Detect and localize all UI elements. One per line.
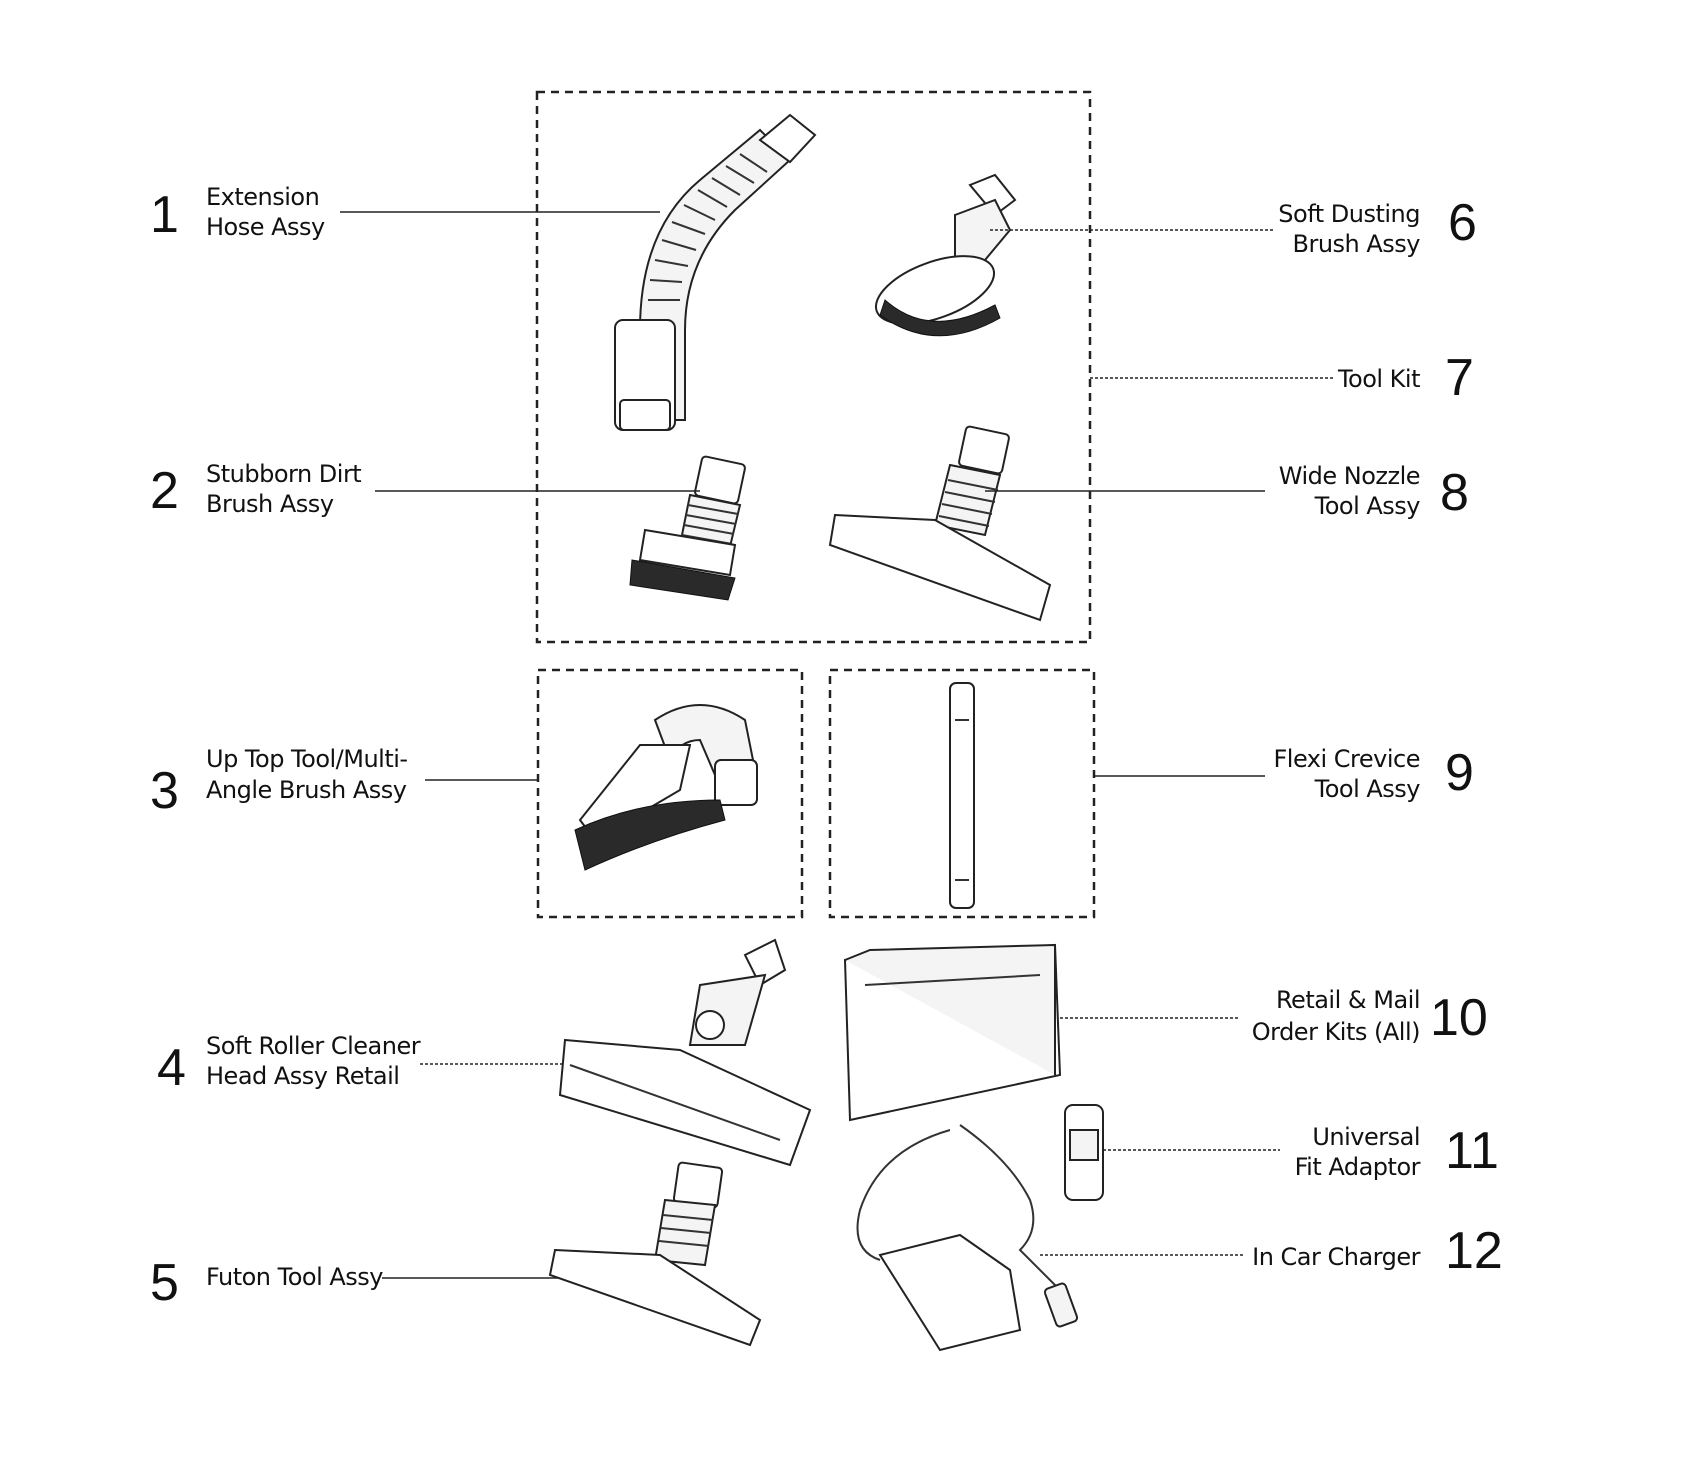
part-label-3-line-2: Angle Brush Assy — [206, 776, 407, 804]
part-label-5-line-1: Futon Tool Assy — [206, 1263, 383, 1291]
part-label-10-line-1: Retail & Mail — [1276, 986, 1420, 1014]
wide-nozzle-illustration — [828, 425, 1052, 622]
part-label-4-line-1: Soft Roller Cleaner — [206, 1032, 421, 1060]
part-number-6: 6 — [1448, 194, 1477, 252]
callout-8: Wide Nozzle Tool Assy 8 — [1279, 462, 1469, 522]
part-number-4: 4 — [157, 1039, 186, 1097]
part-label-2-line-2: Brush Assy — [206, 490, 334, 518]
up-top-tool-illustration — [574, 704, 758, 871]
callout-2: 2 Stubborn Dirt Brush Assy — [150, 460, 362, 520]
flexi-crevice-illustration — [949, 682, 975, 909]
universal-adaptor-illustration — [1064, 1104, 1104, 1201]
up-top-tool-box — [536, 668, 804, 919]
part-label-10-line-2: Order Kits (All) — [1252, 1018, 1420, 1046]
soft-roller-head-illustration — [558, 938, 812, 1167]
part-label-11-line-1: Universal — [1312, 1123, 1420, 1151]
part-label-9-line-1: Flexi Crevice — [1273, 745, 1420, 773]
part-number-8: 8 — [1440, 464, 1469, 522]
callout-10: Retail & Mail Order Kits (All) 10 — [1252, 986, 1488, 1047]
callout-1: 1 Extension Hose Assy — [150, 183, 326, 244]
part-number-12: 12 — [1445, 1222, 1503, 1280]
part-number-11: 11 — [1445, 1122, 1499, 1180]
part-label-1-line-2: Hose Assy — [206, 213, 325, 241]
tool-kit-box — [535, 90, 1092, 644]
soft-dusting-brush-illustration — [874, 173, 1017, 337]
stubborn-dirt-brush-illustration — [629, 455, 746, 601]
part-label-8-line-2: Tool Assy — [1314, 492, 1421, 520]
car-charger-illustration — [856, 1124, 1079, 1352]
part-label-6-line-1: Soft Dusting — [1278, 200, 1420, 228]
callout-9: Flexi Crevice Tool Assy 9 — [1273, 744, 1473, 803]
part-label-1-line-1: Extension — [206, 183, 319, 211]
part-label-12-line-1: In Car Charger — [1252, 1243, 1421, 1271]
part-number-1: 1 — [150, 186, 179, 244]
part-label-11-line-2: Fit Adaptor — [1295, 1153, 1421, 1181]
callout-12: In Car Charger 12 — [1252, 1222, 1503, 1280]
futon-tool-illustration — [548, 1161, 762, 1347]
part-label-3-line-1: Up Top Tool/Multi- — [206, 745, 408, 773]
callout-4: 4 Soft Roller Cleaner Head Assy Retail — [157, 1032, 421, 1097]
part-label-4-line-2: Head Assy Retail — [206, 1062, 399, 1090]
callout-11: Universal Fit Adaptor 11 — [1295, 1122, 1499, 1181]
callout-5: 5 Futon Tool Assy — [150, 1254, 384, 1312]
callout-6: Soft Dusting Brush Assy 6 — [1278, 194, 1477, 258]
part-label-2-line-1: Stubborn Dirt — [206, 460, 361, 488]
part-label-7-line-1: Tool Kit — [1337, 365, 1420, 393]
extension-hose-illustration — [614, 113, 817, 431]
flexi-crevice-box — [828, 668, 1096, 919]
part-label-8-line-1: Wide Nozzle — [1279, 462, 1420, 490]
part-number-9: 9 — [1445, 744, 1474, 802]
part-number-10: 10 — [1430, 989, 1488, 1047]
part-label-9-line-2: Tool Assy — [1314, 775, 1421, 803]
part-label-6-line-2: Brush Assy — [1292, 230, 1420, 258]
retail-box-illustration — [843, 943, 1062, 1122]
part-number-5: 5 — [150, 1254, 179, 1312]
part-number-3: 3 — [150, 762, 179, 820]
callout-3: 3 Up Top Tool/Multi- Angle Brush Assy — [150, 745, 408, 820]
leader-lines — [340, 211, 1333, 1279]
callout-7: Tool Kit 7 — [1337, 349, 1474, 407]
part-number-7: 7 — [1445, 349, 1474, 407]
part-number-2: 2 — [150, 462, 179, 520]
